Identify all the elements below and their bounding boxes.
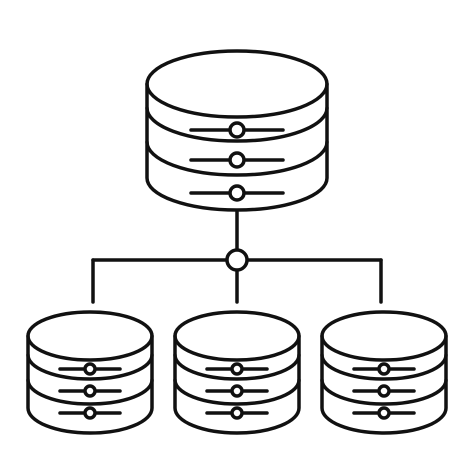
hub-node-icon (225, 248, 249, 272)
disk-indicator-icon (189, 151, 285, 169)
database-middle-icon (173, 310, 301, 435)
disk-indicator-icon (189, 121, 285, 139)
disk-indicator-icon (205, 406, 269, 420)
disk-indicator-icon (205, 362, 269, 376)
disk-indicator-icon (189, 184, 285, 202)
database-right-icon (320, 310, 448, 435)
primary-database-icon (145, 49, 329, 212)
database-left-icon (26, 310, 154, 435)
disk-indicator-icon (205, 384, 269, 398)
disk-indicator-icon (352, 384, 416, 398)
network-connectors (91, 210, 383, 304)
disk-indicator-icon (352, 406, 416, 420)
disk-indicator-icon (58, 406, 122, 420)
disk-indicator-icon (58, 362, 122, 376)
disk-indicator-icon (352, 362, 416, 376)
disk-indicator-icon (58, 384, 122, 398)
